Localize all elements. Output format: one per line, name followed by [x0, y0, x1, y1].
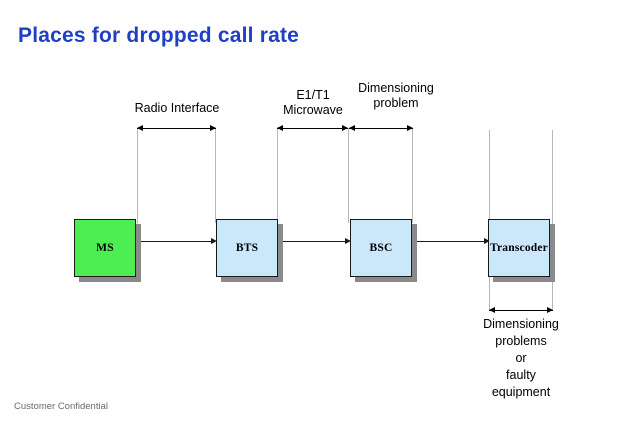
measure-bar	[489, 310, 553, 311]
node-label-transcoder: Transcoder	[489, 242, 548, 254]
dimensioning-problem-measure-arrow	[349, 125, 413, 132]
guide-line-bsc-right	[412, 128, 413, 223]
annotation-e1t1-microwave: E1/T1 Microwave	[283, 88, 343, 117]
connector-bar	[137, 241, 213, 242]
connector-bts-to-bsc	[278, 238, 351, 245]
connector-bar	[412, 241, 486, 242]
node-bts[interactable]: BTS	[216, 219, 278, 277]
measure-bar	[137, 128, 216, 129]
node-label-ms: MS	[96, 242, 114, 254]
annotation-dimensioning-problem: Dimensioning problem	[358, 81, 434, 110]
annotation-radio-interface: Radio Interface	[134, 101, 220, 115]
arrow-head-left-icon	[349, 125, 355, 131]
guide-line-ms-right	[215, 128, 216, 223]
footer-confidentiality-notice: Customer Confidential	[14, 401, 108, 412]
node-transcoder[interactable]: Transcoder	[488, 219, 550, 277]
node-label-bts: BTS	[235, 242, 259, 254]
arrow-head-right-icon	[407, 125, 413, 131]
annotation-dimensioning-problems-faulty-equipment: Dimensioning problems or faulty equipmen…	[483, 317, 559, 399]
arrow-head-left-icon	[489, 307, 495, 313]
connector-bsc-to-transcoder	[412, 238, 490, 245]
guide-line-bts-left	[277, 128, 278, 223]
node-bsc[interactable]: BSC	[350, 219, 412, 277]
node-label-bsc: BSC	[369, 242, 393, 254]
arrow-head-left-icon	[277, 125, 283, 131]
radio-interface-measure-arrow	[137, 125, 216, 132]
arrow-head-right-icon	[342, 125, 348, 131]
connector-bar	[278, 241, 347, 242]
arrow-head-right-icon	[210, 125, 216, 131]
measure-bar	[277, 128, 348, 129]
page-title: Places for dropped call rate	[18, 24, 300, 47]
arrow-head-right-icon	[547, 307, 553, 313]
transcoder-dimensioning-measure-arrow	[489, 307, 553, 314]
node-ms[interactable]: MS	[74, 219, 136, 277]
arrow-head-right-icon	[345, 238, 351, 244]
guide-line-transcoder-right	[552, 130, 553, 310]
guide-line-bts-right	[348, 128, 349, 223]
e1t1-microwave-measure-arrow	[277, 125, 348, 132]
arrow-head-right-icon	[211, 238, 217, 244]
arrow-head-left-icon	[137, 125, 143, 131]
measure-bar	[349, 128, 413, 129]
arrow-head-right-icon	[484, 238, 490, 244]
guide-line-ms-left	[137, 128, 138, 223]
connector-ms-to-bts	[137, 238, 217, 245]
